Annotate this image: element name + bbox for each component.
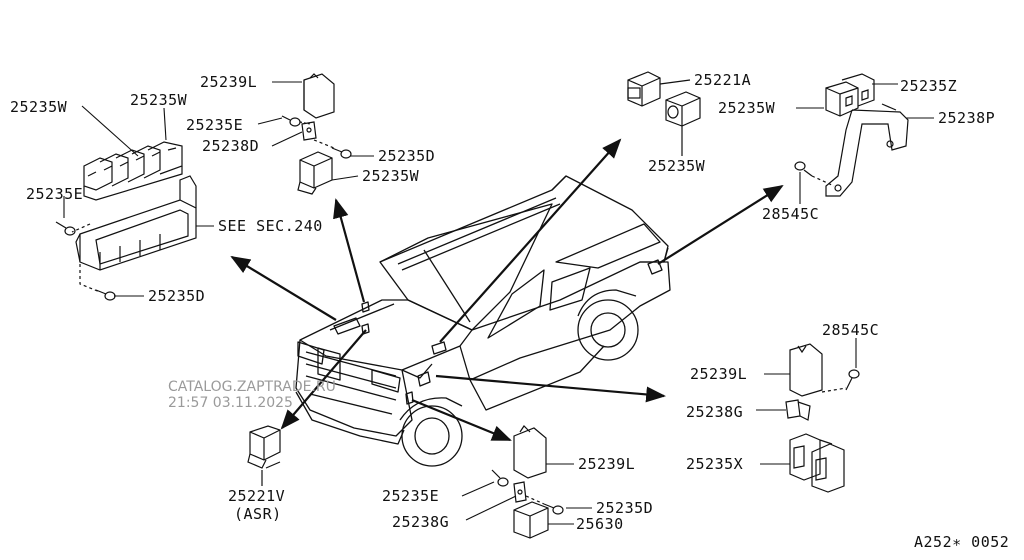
relay-box-left <box>55 141 197 301</box>
arrow-to-relay-box <box>230 255 337 321</box>
part-label-25221a: 25221A <box>694 71 752 89</box>
part-label-25235e-upper: 25235E <box>186 116 244 134</box>
part-label-25235d-left: 25235D <box>148 287 206 305</box>
screw-icon <box>845 369 860 391</box>
screw-icon <box>794 161 813 177</box>
relay-icon <box>627 71 691 107</box>
screw-icon <box>55 221 116 301</box>
relay-icon <box>665 91 701 156</box>
part-label-25235e-lower: 25235E <box>382 487 440 505</box>
leader-lines-right-middle <box>756 338 857 465</box>
part-label-25239l-right: 25239L <box>690 365 748 383</box>
bracket-icon <box>301 121 317 141</box>
part-label-25239l-lower: 25239L <box>578 455 636 473</box>
leader-lines-upper-center <box>257 81 374 181</box>
part-label-25235x: 25235X <box>686 455 744 473</box>
location-arrows <box>230 138 784 442</box>
watermark-timestamp: 21:57 03.11.2025 <box>168 395 293 411</box>
part-label-25221v: 25221V <box>228 487 286 505</box>
part-label-25235w-left: 25235W <box>10 98 68 116</box>
relay-block-icon <box>83 141 183 201</box>
leader-lines-bracket <box>796 83 934 204</box>
part-label-25235w-bracket: 25235W <box>718 99 776 117</box>
arrow-to-upper-relays <box>333 198 366 303</box>
part-label-25235d-upper: 25235D <box>378 147 436 165</box>
relay-cover-icon <box>513 425 547 479</box>
upper-center-parts <box>281 73 352 195</box>
part-label-28545c-bracket: 28545C <box>762 205 820 223</box>
part-label-25630: 25630 <box>576 515 624 533</box>
arrow-to-asr-relay <box>280 329 367 430</box>
part-label-25238p: 25238P <box>938 109 996 127</box>
relay-box-icon <box>75 175 197 271</box>
part-label-28545c-right: 28545C <box>822 321 880 339</box>
arrow-to-lower-relays <box>411 398 512 442</box>
part-label-25238g-lower: 25238G <box>392 513 450 531</box>
relay-cover-icon <box>789 343 823 397</box>
relay-pair-icon <box>789 433 845 493</box>
arrow-to-bracket <box>657 184 784 265</box>
part-label-25235e-left: 25235E <box>26 185 84 203</box>
vehicle-illustration <box>295 175 671 467</box>
part-label-25238g-right: 25238G <box>686 403 744 421</box>
bracket-icon <box>785 399 811 421</box>
bracket-icon <box>513 481 527 503</box>
arrow-to-right-middle <box>435 374 666 403</box>
asr-relay-icon <box>247 425 281 486</box>
arrow-to-top-right-relays <box>439 138 622 343</box>
part-label-25238d-upper: 25238D <box>202 137 260 155</box>
part-label-25235z: 25235Z <box>900 77 958 95</box>
part-label-25235w-upper: 25235W <box>362 167 420 185</box>
screw-icon <box>491 469 564 515</box>
relay-icon <box>825 73 875 117</box>
part-label-25235w-top-right: 25235W <box>648 157 706 175</box>
lower-center-parts <box>491 425 564 539</box>
part-label-25235w-top: 25235W <box>130 91 188 109</box>
asr-note: (ASR) <box>234 505 282 523</box>
relay-icon <box>297 151 333 195</box>
see-section-note: SEE SEC.240 <box>218 217 323 235</box>
leader-lines-left <box>63 105 214 297</box>
relay-cover-icon <box>303 73 335 119</box>
right-middle-parts <box>785 343 860 493</box>
watermark-site: CATALOG.ZAPTRADE.RU <box>168 379 336 395</box>
part-label-25235d-lower: 25235D <box>596 499 654 517</box>
leader-lines-lower-center <box>461 463 592 525</box>
diagram-code: A252∗ 0052 <box>914 533 1010 551</box>
relay-icon <box>513 501 549 539</box>
part-label-25239l-upper: 25239L <box>200 73 258 91</box>
bracket-assembly <box>794 73 909 197</box>
bracket-icon <box>825 103 909 197</box>
top-right-relays <box>627 71 701 156</box>
